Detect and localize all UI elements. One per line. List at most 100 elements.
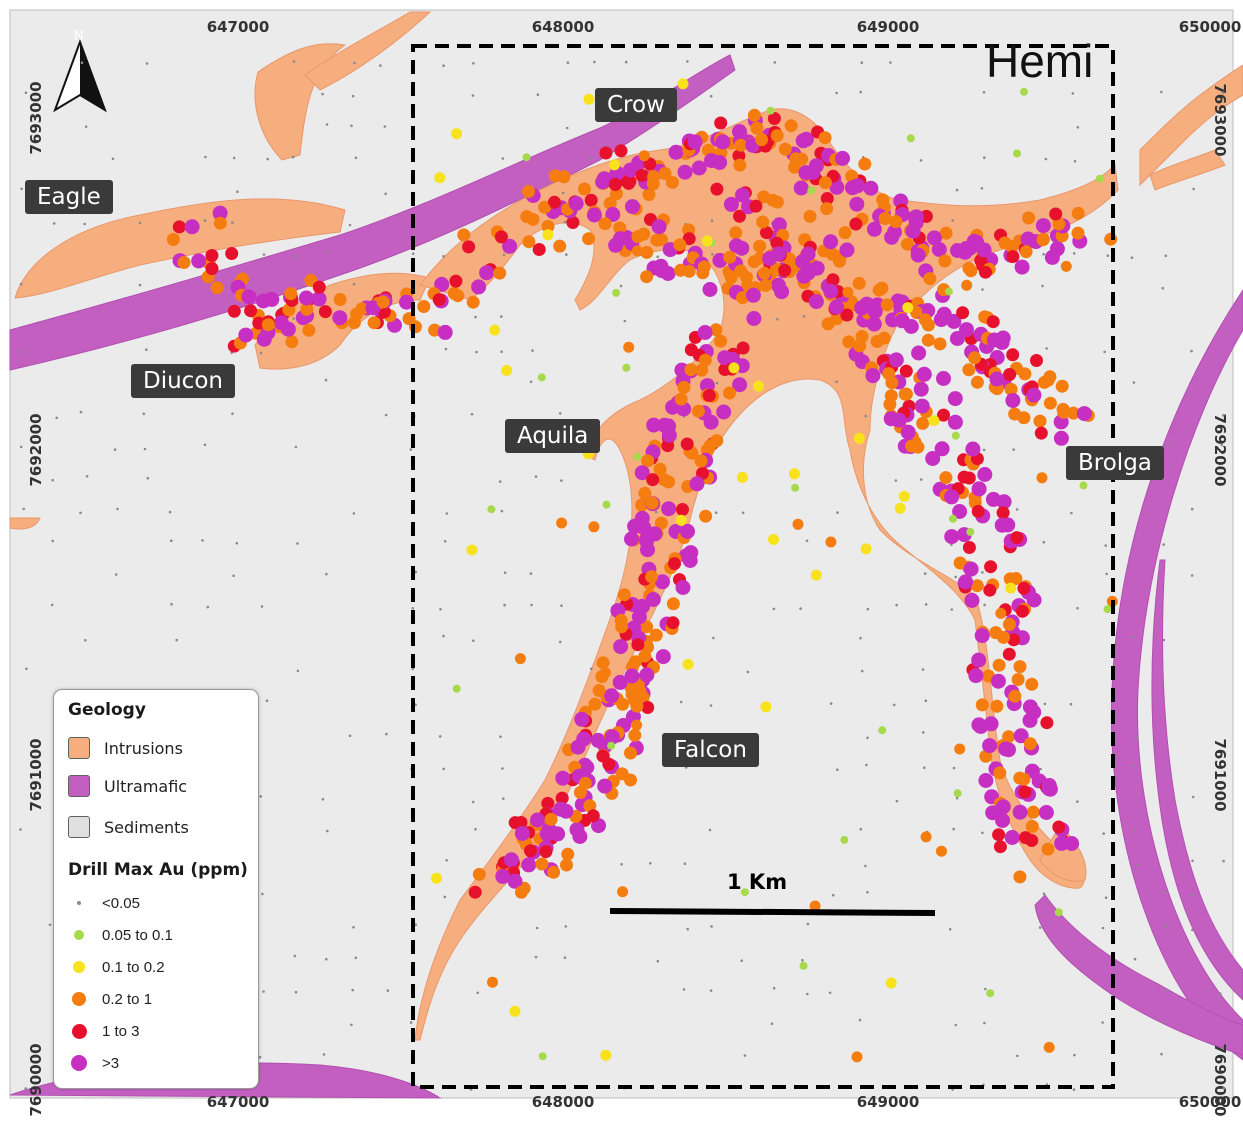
drill-hole-low [1101,1021,1104,1024]
drill-hole-low [445,512,449,515]
drill-hole [1076,406,1092,422]
drill-hole [668,144,684,160]
drill-hole [597,778,613,794]
drill-hole-low [20,187,24,191]
drill-hole [376,295,390,309]
drill-hole-low [983,1021,986,1025]
drill-hole [757,190,771,204]
drill-hole [608,159,620,171]
drill-hole [851,1051,863,1063]
drill-hole [1049,241,1065,257]
drill-hole-low [476,991,480,995]
drill-hole [842,335,856,349]
drill-hole [702,389,716,402]
drill-hole [925,451,941,466]
drill-hole [849,217,863,231]
drill-hole [1013,149,1021,158]
drill-hole-low [265,699,269,702]
drill-hole [860,543,872,555]
drill-hole [1003,368,1017,381]
drill-hole [682,232,696,246]
drill-hole-low [472,639,475,642]
drill-hole [849,196,865,212]
drill-hole [451,128,463,140]
drill-hole [599,667,611,679]
study-area-boundary [411,44,1115,1089]
drill-hole [745,287,761,303]
drill-hole-low [80,61,84,64]
drill-hole [792,518,804,530]
drill-hole [968,351,982,365]
drill-hole [241,289,257,305]
drill-hole [840,835,849,844]
drill-hole-low [950,608,954,611]
drill-hole-low [983,603,986,607]
legend-intrusions: Intrusions [68,735,183,761]
drill-hole [615,620,629,634]
drill-hole [986,989,995,998]
drill-hole [954,743,966,755]
drill-hole-low [354,956,358,960]
drill-hole-low [52,222,56,225]
drill-hole [993,840,1007,854]
drill-hole [210,281,224,295]
drill-hole-low [352,282,356,286]
drill-hole [541,796,555,810]
drill-hole [914,398,930,414]
drill-hole-low [1132,381,1136,384]
drill-hole [698,353,712,367]
drill-hole-low [326,829,329,833]
drill-hole [867,303,883,319]
drill-hole [701,235,713,247]
drill-hole [520,210,534,224]
drill-hole [876,193,890,207]
drill-hole [983,583,997,597]
drill-hole [1043,1041,1055,1053]
drill-hole-low [656,255,659,259]
label-brolga: Brolga [1066,446,1164,480]
drill-hole [588,697,602,711]
drill-hole [989,371,1005,387]
drill-hole-low [51,478,54,482]
drill-hole [1004,830,1020,845]
drill-hole [1002,617,1016,631]
drill-hole [602,757,616,771]
drill-hole [944,529,960,545]
drill-hole [865,368,881,384]
drill-hole [1034,426,1048,440]
drill-hole-low [354,156,358,160]
drill-hole-low [114,573,118,576]
drill-hole [916,366,932,382]
drill-hole [539,202,551,214]
drill-hole [227,304,241,318]
drill-hole [638,486,652,500]
drill-hole-low [686,60,689,63]
drill-hole [1038,805,1054,820]
drill-hole [962,541,976,554]
drill-hole [1022,699,1038,715]
drill-hole [970,579,984,593]
drill-hole-low [409,448,413,451]
drill-hole [502,238,518,254]
drill-hole-low [351,988,355,992]
drill-hole-low [84,125,88,128]
drill-hole-low [565,126,569,130]
drill-hole [715,134,731,150]
drill-hole-low [1071,92,1075,95]
drill-hole [958,574,974,590]
svg-text:649000: 649000 [857,1093,920,1111]
drill-hole-low [708,828,712,832]
drill-hole-low [530,603,533,607]
drill-hole-low [865,763,868,767]
drill-hole [1041,373,1055,387]
coordinate-labels: 647000 648000 649000 650000 647000 64800… [27,18,1241,1117]
drill-hole [625,199,640,215]
drill-hole-low [383,125,387,128]
drill-hole-low [801,958,804,962]
drill-hole-low [266,157,270,161]
drill-hole-low [1105,572,1108,576]
drill-hole [734,138,748,152]
drill-hole [984,560,998,574]
drill-hole [870,335,884,348]
